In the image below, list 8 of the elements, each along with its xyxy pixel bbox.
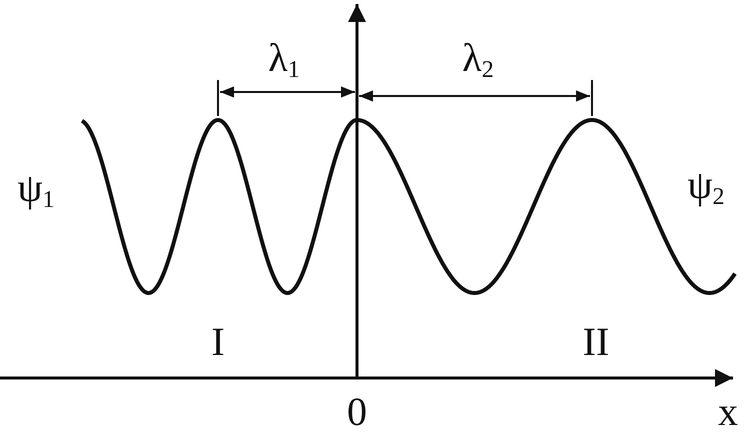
region-label: I — [211, 322, 225, 362]
wave-function-label: ψ$_{1}$ — [17, 168, 55, 208]
axis-label: x — [718, 392, 738, 432]
origin-label: 0 — [347, 392, 367, 432]
wavelength-label: λ$_{2}$ — [462, 38, 494, 78]
wavelength-label: λ$_{1}$ — [268, 38, 300, 78]
wave-function-label: ψ$_{2}$ — [687, 165, 725, 205]
region-label: II — [582, 322, 610, 362]
